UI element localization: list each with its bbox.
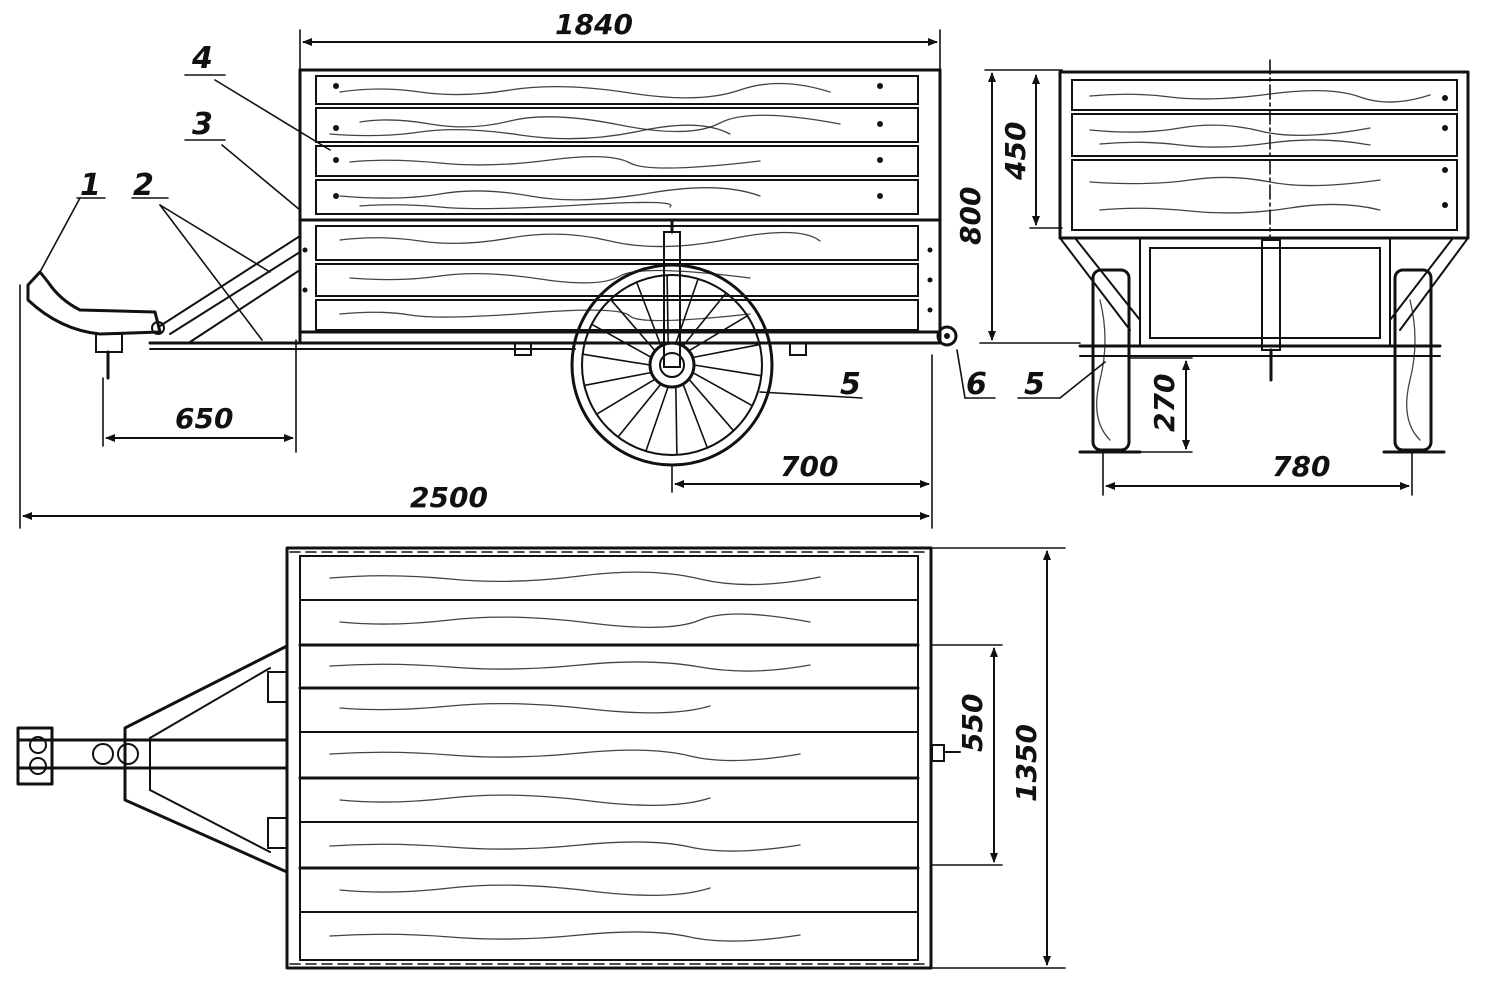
dim-700: 700 (780, 450, 838, 483)
wheel-spoke (617, 383, 662, 438)
end-wood-grain (1089, 89, 1431, 214)
dim-1840: 1840 (555, 8, 633, 41)
wheel-spoke (693, 364, 763, 377)
top-body-frame (285, 546, 933, 970)
wheel-spoke (645, 385, 669, 452)
dim-2500: 2500 (410, 481, 488, 514)
drawbar (26, 235, 942, 380)
wheel-spoke (583, 371, 653, 387)
dimension-labels: 1840 650 2500 700 780 800 450 270 1350 5… (175, 8, 1330, 802)
callout-2: 2 (133, 168, 154, 203)
top-hatching (289, 551, 929, 965)
dim-270: 270 (1148, 374, 1181, 432)
dim-1350: 1350 (1010, 724, 1043, 802)
dim-450: 450 (999, 122, 1032, 181)
end-view (1058, 59, 1470, 454)
dim-550: 550 (956, 694, 989, 752)
dimension-lines (19, 29, 1413, 969)
wheel-spoke (595, 378, 656, 415)
callout-6: 6 (966, 367, 987, 402)
top-view (16, 546, 961, 970)
callout-3: 3 (192, 107, 213, 142)
dim-650: 650 (175, 402, 233, 435)
callout-1: 1 (80, 168, 101, 203)
dim-780: 780 (1272, 450, 1330, 483)
wheel-spoke (682, 383, 709, 449)
wheel-spoke (691, 371, 754, 407)
wheel-spoke (675, 385, 678, 456)
wheel-spoke (609, 298, 656, 352)
side-wood-grain (329, 82, 841, 322)
wheel-spoke (688, 378, 735, 432)
upper-side-boards (315, 75, 919, 215)
wheel-spoke (590, 323, 653, 359)
callout-5-end: 5 (1024, 367, 1045, 402)
wheel-spoke (635, 281, 662, 347)
wheel-spoke (666, 274, 669, 345)
right-wheel (1393, 268, 1433, 452)
side-view (26, 68, 958, 467)
wheel-spoke (581, 353, 651, 366)
wheel-spoke (682, 292, 727, 347)
a-frame-drawbar (16, 644, 289, 874)
callout-labels: 1 2 3 4 5 5 6 (80, 41, 1045, 402)
board-bolts (302, 83, 933, 313)
floor-wood-grain (329, 571, 821, 942)
end-bolts (1442, 95, 1448, 208)
tail-light (936, 325, 958, 347)
callout-4: 4 (191, 41, 213, 76)
floor-boards (298, 599, 920, 913)
dim-800: 800 (954, 187, 987, 245)
lower-side-boards (315, 225, 919, 331)
tail-light-top (931, 744, 961, 762)
wheel-spoke (691, 343, 761, 359)
callout-leaders (39, 74, 1106, 399)
wheel-spoke (688, 315, 749, 352)
callout-5-side: 5 (840, 367, 861, 402)
left-wheel (1091, 268, 1131, 452)
